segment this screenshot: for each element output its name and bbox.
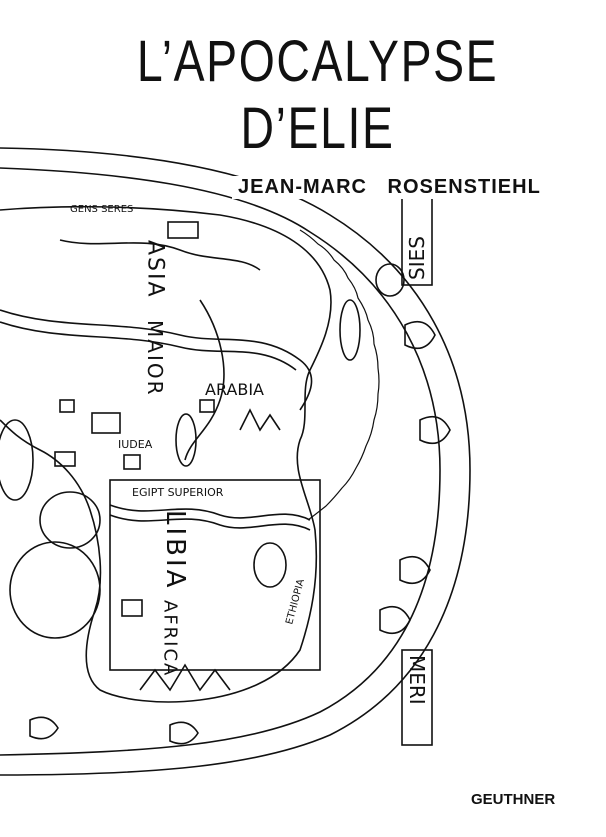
- island-left-2: [9, 541, 101, 639]
- egypt-block: [109, 479, 321, 671]
- mountains-2: [239, 408, 281, 432]
- lake-2: [253, 542, 287, 588]
- label-ethiopia: ETHIOPIA: [284, 578, 307, 626]
- author-name: JEAN-MARC ROSENSTIEHL: [232, 176, 547, 199]
- fish-4: [379, 605, 411, 635]
- label-africa: AFRICA: [160, 600, 181, 677]
- tower-5: [199, 399, 215, 413]
- mountains-1: [139, 663, 231, 692]
- label-iudea: IUDEA: [118, 438, 153, 451]
- river-3b: [109, 514, 311, 531]
- tower-4: [59, 399, 75, 413]
- river-1b: [0, 321, 297, 371]
- fish-5: [29, 716, 59, 740]
- fish-1: [404, 320, 436, 350]
- label-maior: MAIOR: [143, 320, 167, 396]
- tower-6: [123, 454, 141, 470]
- label-egipt-superior: EGIPT SUPERIOR: [132, 486, 224, 499]
- tower-2: [91, 412, 121, 434]
- island-ring-1: [339, 299, 361, 361]
- river-2: [59, 239, 261, 271]
- river-4: [184, 299, 225, 461]
- tower-3: [54, 451, 76, 467]
- banner-meri: [401, 649, 433, 746]
- lake-1: [175, 413, 197, 467]
- island-ring-2: [375, 263, 405, 297]
- tower-1: [167, 221, 199, 239]
- fish-2: [419, 415, 451, 445]
- book-title: L’APOCALYPSE D’ELIE: [136, 29, 499, 161]
- label-gens-seres: GENS SERES: [70, 204, 133, 215]
- ocean-inner-border: [0, 167, 441, 756]
- fish-6: [169, 721, 199, 745]
- label-asia: ASIA: [143, 240, 168, 299]
- island-left-1: [39, 491, 101, 549]
- tower-7: [121, 599, 143, 617]
- label-libia: LIBIA: [160, 510, 190, 590]
- island-left-3: [0, 419, 34, 501]
- ocean-scallops: [299, 229, 380, 521]
- label-arabia: ARABIA: [205, 380, 264, 399]
- label-meri: MERI: [405, 655, 429, 705]
- label-sies: SIES: [405, 236, 429, 280]
- river-1: [0, 309, 313, 411]
- publisher-name: GEUTHNER: [471, 791, 556, 808]
- river-3: [109, 504, 311, 521]
- fish-3: [399, 555, 431, 585]
